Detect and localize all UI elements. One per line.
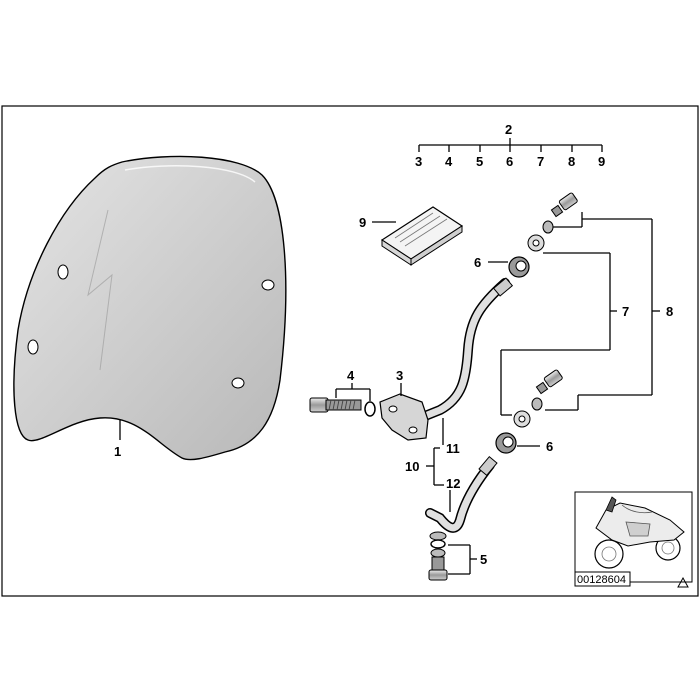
- callout-6-upper: 6: [474, 255, 481, 270]
- mount-hole: [261, 279, 275, 291]
- group-member-label: 3: [415, 154, 422, 169]
- bolt-set: [309, 397, 376, 417]
- windshield: [13, 155, 287, 461]
- callout-12: 12: [446, 476, 460, 491]
- callout-1: 1: [114, 444, 121, 459]
- lower-washer-small: [531, 397, 543, 411]
- callout-5: 5: [480, 552, 487, 567]
- upper-screw: [550, 192, 578, 218]
- callout-7: 7: [622, 304, 629, 319]
- group-member-label: 5: [476, 154, 483, 169]
- callout-4: 4: [347, 368, 355, 383]
- lower-bolt-set: [428, 539, 448, 581]
- fastener-group-8: [545, 212, 660, 411]
- lower-rod: [425, 455, 498, 541]
- group-member-label: 6: [506, 154, 513, 169]
- lower-screw: [535, 369, 563, 395]
- upper-spacer: [508, 256, 530, 278]
- mount-hole: [231, 377, 245, 389]
- mount-hole: [27, 339, 39, 355]
- manual-booklet: [380, 206, 464, 266]
- group-member-label: 8: [568, 154, 575, 169]
- callout-8: 8: [666, 304, 673, 319]
- group-member-label: 7: [537, 154, 544, 169]
- callout-9: 9: [359, 215, 366, 230]
- callout-2: 2: [505, 122, 512, 137]
- upper-washer-small: [542, 220, 554, 234]
- callout-3: 3: [396, 368, 403, 383]
- diagram-frame: [1, 105, 699, 597]
- upper-rod: [420, 277, 514, 421]
- fastener-group-7: [500, 252, 617, 416]
- bracket: [379, 393, 429, 441]
- callout-11: 11: [446, 441, 460, 456]
- mount-hole: [57, 264, 69, 280]
- group-member-label: 4: [445, 154, 453, 169]
- motorcycle-thumbnail: [574, 491, 693, 583]
- reference-box: [574, 571, 631, 587]
- lower-spacer: [495, 432, 517, 454]
- callout-6-lower: 6: [546, 439, 553, 454]
- warning-triangle-icon: [677, 576, 689, 588]
- group-member-label: 9: [598, 154, 605, 169]
- group-members: 3 4 5 6 7 8 9: [415, 145, 605, 169]
- reference-number: 00128604: [577, 574, 626, 586]
- callout-10: 10: [405, 459, 419, 474]
